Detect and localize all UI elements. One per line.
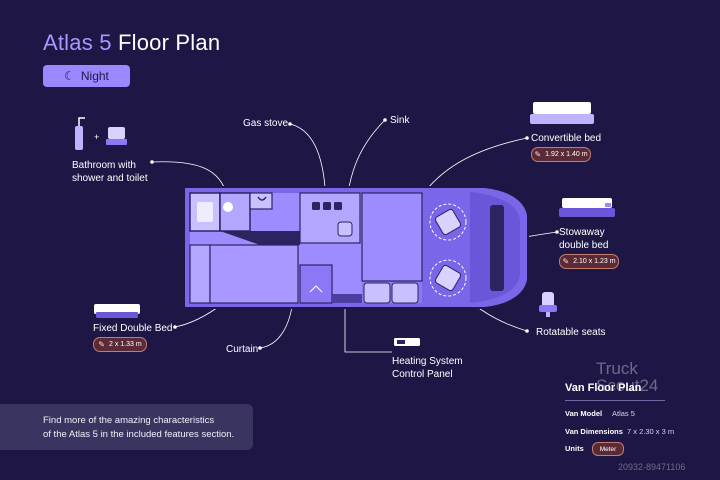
toilet-icon <box>106 127 127 145</box>
bathroom-label-line1: Bathroom with <box>72 160 136 171</box>
info-line-2: of the Atlas 5 in the included features … <box>43 429 235 440</box>
watermark-line1: Truck <box>596 359 638 378</box>
night-mode-button[interactable]: ☾ Night <box>43 65 130 87</box>
title-rest: Floor Plan <box>117 30 221 55</box>
units-meter-button[interactable]: Meter <box>592 442 624 456</box>
units-label: Units <box>565 444 584 453</box>
ruler-icon: ✎ <box>534 150 542 159</box>
convertible-bed-size: 1.92 x 1.40 m <box>545 151 588 158</box>
heating-leader <box>344 305 392 353</box>
convertible-bed-label: Convertible bed <box>531 133 602 144</box>
ruler-icon: ✎ <box>562 257 570 266</box>
curtain-label: Curtain <box>226 344 259 355</box>
van-dimensions-label: Van Dimensions <box>565 427 623 436</box>
stowaway-bed-label-line2: double bed <box>559 240 609 251</box>
page-title: Atlas 5 Floor Plan <box>43 30 220 56</box>
van-floor-plan-divider <box>565 400 665 401</box>
stowaway-bed-label-line1: Stowaway <box>559 227 605 238</box>
van-floor-plan-title: Van Floor Plan <box>565 382 642 394</box>
fixed-bed-label: Fixed Double Bed <box>93 323 173 334</box>
heating-label-line1: Heating System <box>392 356 463 367</box>
seat-icon <box>539 292 557 317</box>
info-line-1: Find more of the amazing characteristics <box>43 415 215 426</box>
night-mode-label: Night <box>80 69 109 83</box>
watermark-line2: Scout24 <box>596 376 659 395</box>
van-model-label: Van Model <box>565 409 603 418</box>
bathroom-label-line2: shower and toilet <box>72 173 148 184</box>
stowaway-bed-icon <box>559 198 615 217</box>
svg-text:+: + <box>94 132 99 142</box>
watermark-id: 20932-89471106 <box>618 462 686 472</box>
heating-label-line2: Control Panel <box>392 369 453 380</box>
heating-panel-icon <box>394 338 420 346</box>
sink-label: Sink <box>390 115 410 126</box>
moon-icon: ☾ <box>64 69 75 83</box>
stowaway-bed-size-badge: ✎ 2.10 x 1.23 m <box>559 254 619 269</box>
fixed-bed-size: 2 x 1.33 m <box>109 341 142 348</box>
rotatable-seats-label: Rotatable seats <box>536 327 606 338</box>
ruler-icon: ✎ <box>98 340 105 349</box>
gas-stove-label: Gas stove <box>243 118 289 129</box>
shower-icon <box>75 117 85 150</box>
watermark-logo: Truck Scout24 <box>596 360 658 394</box>
fixed-bed-icon <box>94 304 140 318</box>
van-model-value: Atlas 5 <box>612 409 635 418</box>
convertible-bed-size-badge: ✎ 1.92 x 1.40 m <box>531 147 591 162</box>
title-brand: Atlas 5 <box>43 30 112 55</box>
van-dimensions-value: 7 x 2.30 x 3 m <box>627 427 675 436</box>
convertible-bed-icon <box>530 102 594 124</box>
stowaway-bed-size: 2.10 x 1.23 m <box>573 258 616 265</box>
fixed-bed-size-badge: ✎ 2 x 1.33 m <box>93 337 147 352</box>
features-info-box: Find more of the amazing characteristics… <box>0 404 253 450</box>
